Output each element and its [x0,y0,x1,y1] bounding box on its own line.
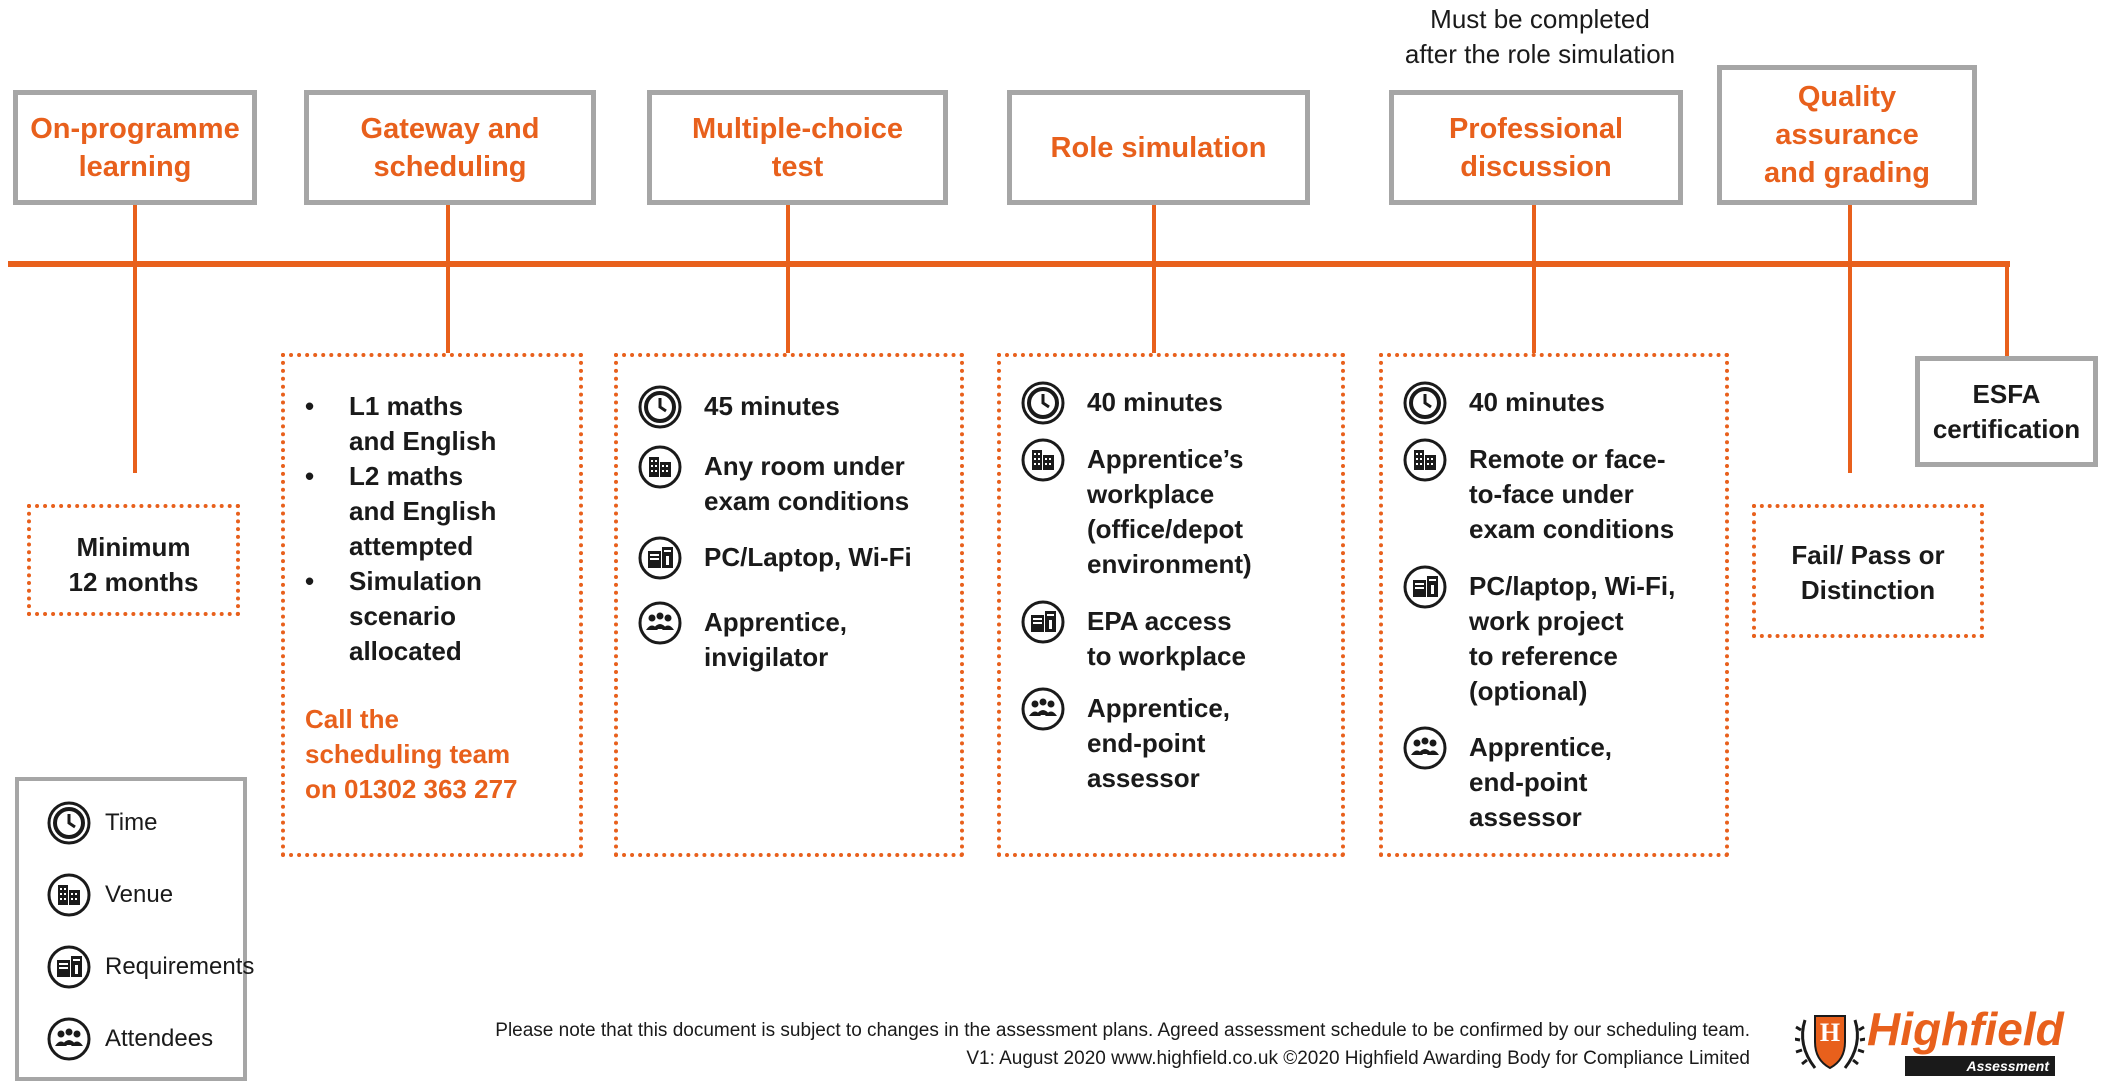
gateway-detail: • L1 maths and English • L2 maths and En… [281,353,583,857]
gateway-bullet-2: L2 maths and English attempted [349,461,497,561]
connector-gateway [446,205,450,353]
stage-on-programme: On-programme learning [13,90,257,205]
requirements-icon [1403,565,1447,609]
bullet-marker: • [305,461,315,491]
role-sim-venue: Apprentice’s workplace (office/depot env… [1087,444,1252,579]
mcq-detail: 45 minutes Any room under exam condition… [614,353,964,857]
connector-role-sim [1152,205,1156,353]
legend-label-requirements: Requirements [105,953,255,980]
grading-detail: Fail/ Pass or Distinction [1752,504,1984,638]
legend-label-time: Time [105,809,158,836]
people-icon [1403,726,1447,770]
timeline-line [8,261,2010,267]
laurel-shield-icon [1795,1015,1865,1070]
esfa-connector [2005,261,2009,356]
legend-label-venue: Venue [105,881,174,908]
prof-disc-detail: 40 minutes Remote or face- to-face under… [1379,353,1729,857]
grading-result: Fail/ Pass or Distinction [1791,540,1945,605]
stage-mcq: Multiple-choice test [647,90,948,205]
stage-gateway: Gateway and scheduling [304,90,596,205]
role-sim-time: 40 minutes [1087,387,1223,417]
people-icon [638,601,682,645]
stage-role-sim: Role simulation [1007,90,1310,205]
prof-disc-requirements: PC/laptop, Wi-Fi, work project to refere… [1469,571,1676,706]
buildings-icon [1403,438,1447,482]
clock-icon [638,385,682,429]
stage-grading: Quality assurance and grading [1717,65,1977,205]
gateway-call-scheduling: Call the scheduling team on 01302 363 27… [305,704,518,804]
connector-grading [1848,205,1852,473]
footer-version: V1: August 2020 www.highfield.co.uk ©202… [966,1048,1750,1069]
logo-letter: H [1819,1018,1841,1047]
logo-sub: Assessment [1905,1056,2055,1076]
buildings-icon [47,873,91,917]
logo-name: Highfield [1867,1003,2064,1055]
highfield-logo: H Highfield Assessment [1795,1000,2065,1080]
gateway-bullet-1: L1 maths and English [349,391,497,456]
mcq-time: 45 minutes [704,391,840,421]
bullet-marker: • [305,391,315,421]
footer-disclaimer: Please note that this document is subjec… [495,1020,1750,1041]
stage-prof-disc: Professional discussion [1389,90,1683,205]
buildings-icon [638,445,682,489]
role-sim-detail: 40 minutes Apprentice’s workplace (offic… [997,353,1345,857]
clock-icon [1021,381,1065,425]
clock-icon [47,801,91,845]
gateway-bullet-3: Simulation scenario allocated [349,566,482,666]
connector-mcq [786,205,790,353]
role-sim-attendees: Apprentice, end-point assessor [1087,693,1231,793]
mcq-requirements: PC/Laptop, Wi-Fi [704,542,912,572]
prof-disc-attendees: Apprentice, end-point assessor [1469,732,1613,832]
clock-icon [1403,381,1447,425]
connector-on-programme [133,205,137,473]
prof-disc-time: 40 minutes [1469,387,1605,417]
esfa-certification: ESFA certification [1915,356,2098,467]
mcq-attendees: Apprentice, invigilator [704,607,848,672]
people-icon [1021,687,1065,731]
requirements-icon [1021,600,1065,644]
on-programme-detail: Minimum 12 months [27,504,240,616]
legend: Time Venue Requirements Attendees [15,777,254,1081]
connector-prof-disc [1532,205,1536,353]
requirements-icon [47,945,91,989]
bullet-marker: • [305,566,315,596]
on-programme-duration: Minimum 12 months [68,532,199,597]
people-icon [47,1017,91,1061]
buildings-icon [1021,438,1065,482]
top-note: Must be completed after the role simulat… [1404,4,1676,69]
requirements-icon [638,536,682,580]
legend-label-attendees: Attendees [105,1025,214,1052]
prof-disc-venue: Remote or face- to-face under exam condi… [1469,444,1675,544]
role-sim-requirements: EPA access to workplace [1087,606,1246,671]
mcq-venue: Any room under exam conditions [704,451,910,516]
